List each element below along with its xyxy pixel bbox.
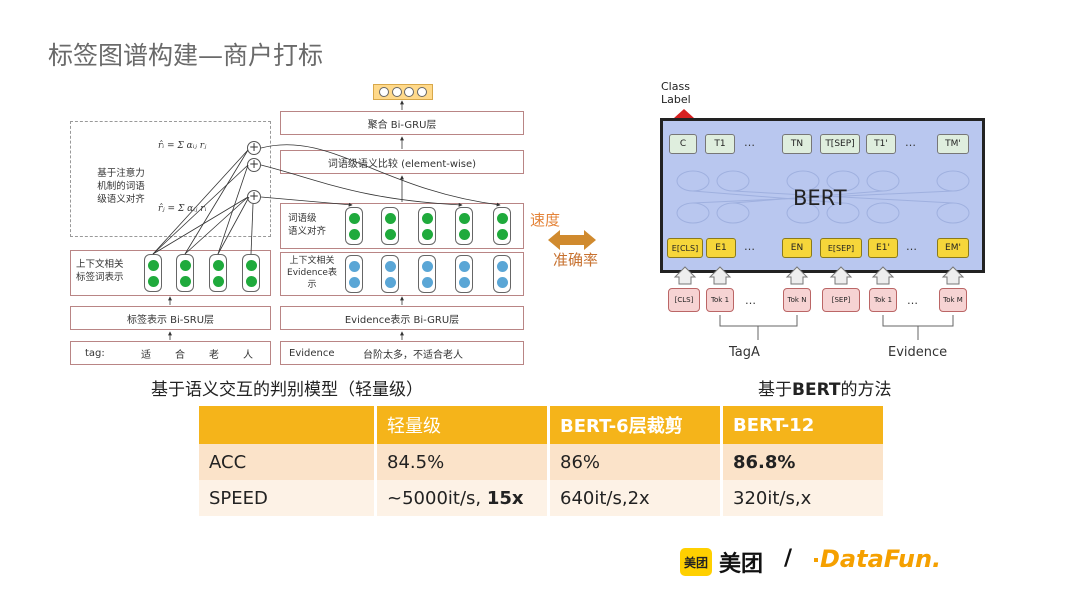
ctx-tag-label: 上下文相关 标签词表示	[76, 259, 124, 283]
table-header-bert12: BERT-12	[721, 406, 883, 444]
bert-mesh	[676, 170, 970, 224]
tag-cell-3	[209, 254, 227, 292]
logo-separator: /	[784, 546, 793, 571]
tag-cell-1	[144, 254, 162, 292]
align-cell-5	[493, 207, 511, 245]
bert-output-ellipsis-1: …	[744, 136, 755, 149]
align-cell-1	[345, 207, 363, 245]
bert-output-tm: TM'	[937, 134, 969, 154]
accuracy-label: 准确率	[553, 251, 599, 269]
bert-input-ellipsis-1: …	[745, 294, 756, 307]
bert-input-sep: [SEP]	[822, 288, 860, 312]
meituan-logo-text: 美团	[719, 552, 764, 577]
output-nodes	[373, 84, 433, 100]
bert-emb-e1: E1	[706, 238, 736, 258]
ctx-evidence-row	[280, 252, 524, 296]
tag-sru-layer: 标签表示 Bi-SRU层	[70, 306, 271, 330]
attention-label: 基于注意力 机制的词语 级语义对齐	[97, 168, 145, 205]
page-title: 标签图谱构建—商户打标	[48, 41, 324, 70]
speed-label: 速度	[530, 211, 561, 229]
bert-emb-esep: E[SEP]	[820, 238, 862, 258]
evidence-cell-1	[345, 255, 363, 293]
bert-emb-ellipsis-1: …	[744, 240, 755, 253]
attention-formula-bottom: r̂ⱼ = Σ αᵢⱼ rᵢ	[158, 204, 207, 214]
bert-input-tok1b: Tok 1	[869, 288, 897, 312]
tag-input: tag: 适 合 老 人	[70, 341, 271, 365]
plus-node-1: +	[247, 140, 261, 155]
table-cell: 84.5%	[375, 444, 550, 480]
bert-segment-b-label: Evidence	[888, 345, 948, 360]
table-header-row: 轻量级 BERT-6层裁剪 BERT-12	[199, 406, 883, 444]
aggregate-gru-layer: 聚合 Bi-GRU层	[280, 111, 524, 135]
plus-node-2: +	[247, 157, 261, 172]
right-diagram-caption: 基于BERT的方法	[758, 380, 892, 400]
ctx-tag-row	[70, 250, 271, 296]
bert-output-t1: T1	[705, 134, 735, 154]
bert-emb-ellipsis-2: …	[906, 240, 917, 253]
bert-emb-en: EN	[782, 238, 812, 258]
table-row: SPEED ~5000it/s, 15x 640it/s,2x 320it/s,…	[199, 480, 883, 516]
evidence-cell-4	[455, 255, 473, 293]
bert-segment-a-label: TagA	[729, 345, 760, 360]
bert-input-cls: [CLS]	[668, 288, 700, 312]
evidence-input: Evidence 台阶太多，不适合老人	[280, 341, 524, 365]
table-cell: 320it/s,x	[721, 480, 883, 516]
table-header-bert6: BERT-6层裁剪	[548, 406, 723, 444]
bert-output-cls: C	[669, 134, 697, 154]
table-cell: 640it/s,2x	[548, 480, 723, 516]
tag-cell-4	[242, 254, 260, 292]
bert-emb-cls: E[CLS]	[667, 238, 703, 258]
align-cell-4	[455, 207, 473, 245]
table-cell: ~5000it/s, 15x	[375, 480, 550, 516]
evidence-cell-3	[418, 255, 436, 293]
align-cell-3	[418, 207, 436, 245]
table-cell: 86.8%	[721, 444, 883, 480]
left-diagram-caption: 基于语义交互的判别模型（轻量级）	[151, 380, 423, 400]
evidence-gru-layer: Evidence表示 Bi-GRU层	[280, 306, 524, 330]
plus-node-3: +	[247, 189, 261, 204]
evidence-cell-2	[381, 255, 399, 293]
bert-output-t1b: T1'	[866, 134, 896, 154]
tag-cell-2	[176, 254, 194, 292]
table-row-label: ACC	[199, 444, 377, 480]
bert-emb-e1b: E1'	[868, 238, 898, 258]
evidence-cell-5	[493, 255, 511, 293]
meituan-logo-badge: 美团	[680, 548, 712, 576]
datafun-logo: DataFun.	[814, 545, 941, 573]
word-compare-layer: 词语级语义比较 (element-wise)	[280, 150, 524, 174]
bert-output-tn: TN	[782, 134, 812, 154]
datafun-dots-icon	[814, 558, 818, 562]
table-header-empty	[199, 406, 377, 444]
bert-input-tokn: Tok N	[783, 288, 811, 312]
bert-model-name: BERT	[793, 186, 847, 210]
table-cell: 86%	[548, 444, 723, 480]
table-row: ACC 84.5% 86% 86.8%	[199, 444, 883, 480]
align-cell-2	[381, 207, 399, 245]
bert-input-ellipsis-2: …	[907, 294, 918, 307]
ctx-evidence-label: 上下文相关 Evidence表 示	[287, 256, 337, 290]
comparison-table: 轻量级 BERT-6层裁剪 BERT-12 ACC 84.5% 86% 86.8…	[199, 406, 883, 516]
class-label: Class Label	[661, 80, 691, 106]
table-header-light: 轻量级	[375, 406, 550, 444]
bert-input-tokm: Tok M	[939, 288, 967, 312]
bert-input-tok1: Tok 1	[706, 288, 734, 312]
word-align-label: 词语级 语义对齐	[288, 213, 327, 237]
bert-emb-em: EM'	[937, 238, 969, 258]
bert-output-ellipsis-2: …	[905, 136, 916, 149]
table-row-label: SPEED	[199, 480, 377, 516]
double-arrow-icon	[548, 230, 596, 250]
attention-formula-top: r̂ᵢ = Σ αᵢⱼ rⱼ	[158, 141, 207, 151]
bert-output-tsep: T[SEP]	[820, 134, 860, 154]
